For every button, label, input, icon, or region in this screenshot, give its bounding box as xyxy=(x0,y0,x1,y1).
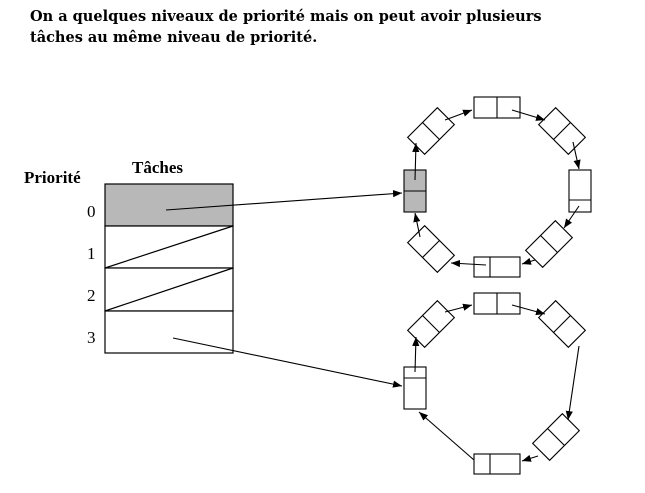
ring2-node-3 xyxy=(473,292,521,315)
pointer-priority-3 xyxy=(172,337,403,388)
ring2-node-head xyxy=(403,366,427,410)
ring1-node-3 xyxy=(473,96,521,119)
ring2-node-6 xyxy=(473,453,521,475)
priority-label-2: 2 xyxy=(87,286,96,305)
tasks-header: Tâches xyxy=(132,158,183,177)
task-ring-1 xyxy=(403,96,592,278)
intro-line-2: tâches au même niveau de priorité. xyxy=(30,29,318,46)
pointer-priority-0 xyxy=(165,190,403,211)
priority-header: Priorité xyxy=(24,168,81,187)
ring2-node-2 xyxy=(406,299,456,349)
intro-text: On a quelques niveaux de priorité mais o… xyxy=(30,6,630,48)
ring2-node-5 xyxy=(531,412,581,462)
task-ring-2 xyxy=(403,292,587,475)
ring1-node-8 xyxy=(406,224,456,274)
intro-line-1: On a quelques niveaux de priorité mais o… xyxy=(30,8,542,25)
priority-label-0: 0 xyxy=(87,202,96,221)
priority-label-1: 1 xyxy=(87,244,96,263)
priority-label-3: 3 xyxy=(87,328,96,347)
ring1-node-6 xyxy=(524,219,574,269)
ring1-node-4 xyxy=(537,106,587,156)
ring1-node-7 xyxy=(473,256,521,278)
null-mark-2 xyxy=(104,267,234,312)
ring1-node-2 xyxy=(406,106,456,156)
null-mark-1 xyxy=(104,225,234,269)
ring2-node-4 xyxy=(537,299,587,349)
task-cell-0 xyxy=(104,183,234,227)
ring1-node-5 xyxy=(568,169,592,213)
